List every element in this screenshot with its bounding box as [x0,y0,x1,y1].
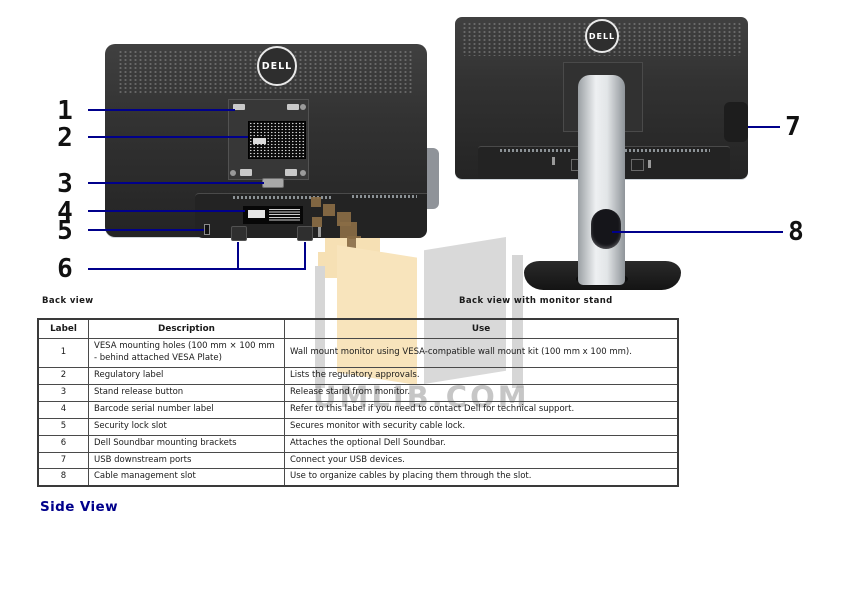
description-cell: Stand release button [88,383,285,402]
barcode-block [248,210,265,218]
label-cell: 2 [37,367,89,385]
watermark-pixel [323,204,335,216]
header-label: Label [37,318,89,340]
use-cell: Secures monitor with security cable lock… [284,417,679,436]
header-use: Use [284,318,679,340]
use-cell: Wall mount monitor using VESA-compatible… [284,338,679,369]
callout-8: 8 [788,217,804,247]
panel-socket [631,159,644,171]
use-cell: Attaches the optional Dell Soundbar. [284,434,679,453]
callout-7: 7 [785,112,801,142]
callout-line-6-riser [237,242,239,268]
description-cell: Security lock slot [88,417,285,436]
label-cell: 4 [37,400,89,419]
use-cell: Lists the regulatory approvals. [284,367,679,385]
callout-line-8 [612,231,783,233]
callout-2: 2 [57,123,73,153]
regulatory-label-chip [253,138,266,144]
cable-management-slot [591,209,621,249]
description-cell: Barcode serial number label [88,400,285,419]
callout-line-1 [88,109,235,111]
use-cell: Use to organize cables by placing them t… [284,468,679,487]
description-cell: USB downstream ports [88,451,285,470]
connector-strip [585,149,710,152]
vesa-mounting-hole [233,104,245,110]
vesa-mounting-hole [285,169,297,176]
callout-4: 4 [57,197,73,227]
callout-line-2 [88,136,248,138]
panel-tick [318,227,321,237]
use-cell: Connect your USB devices. [284,451,679,470]
side-view-heading: Side View [40,499,118,515]
table-header-row: Label Description Use [37,318,679,340]
callout-line-6 [88,268,306,270]
description-cell: Dell Soundbar mounting brackets [88,434,285,453]
barcode-text-lines [269,209,300,221]
barcode-serial-label [243,206,303,224]
vesa-mounting-hole [287,104,299,110]
usb-downstream-ports [724,102,748,142]
callout-line-5 [88,229,204,231]
use-cell: Refer to this label if you need to conta… [284,400,679,419]
connector-strip [500,149,570,152]
back-view-stand-caption: Back view with monitor stand [459,296,613,306]
label-cell: 1 [37,338,89,369]
connector-strip [352,195,417,198]
connector-strip [233,196,333,199]
panel-tick [552,157,555,165]
dell-logo-text: DELL [588,31,616,41]
description-cell: Regulatory label [88,367,285,385]
header-description: Description [88,318,285,340]
vesa-mounting-hole [240,169,252,176]
side-usb-tab [426,148,439,209]
callout-line-6-riser [304,242,306,270]
dell-logo: DELL [585,19,619,53]
label-cell: 5 [37,417,89,436]
stand-release-button [262,178,284,188]
callout-line-3 [88,182,264,184]
label-cell: 7 [37,451,89,470]
soundbar-bracket [231,226,247,241]
callout-1: 1 [57,96,73,126]
label-cell: 6 [37,434,89,453]
soundbar-bracket [297,226,313,241]
dell-logo-text: DELL [261,60,293,72]
panel-tick [648,160,651,168]
watermark-pixel [311,197,321,207]
watermark-pixel [312,217,322,227]
watermark-pixel [340,222,357,239]
use-cell: Release stand from monitor. [284,383,679,402]
callout-line-4 [88,210,245,212]
table-header: Label Description Use [37,318,679,340]
callout-6: 6 [57,254,73,284]
stand-column [578,75,625,285]
back-view-caption: Back view [42,296,94,306]
vesa-screw [300,104,306,110]
callout-3: 3 [57,169,73,199]
callout-line-7 [748,126,780,128]
label-cell: 3 [37,383,89,402]
security-lock-slot [204,224,210,235]
vesa-screw [230,170,236,176]
label-cell: 8 [37,468,89,487]
description-cell: Cable management slot [88,468,285,487]
regulatory-label [248,121,306,159]
description-cell: VESA mounting holes (100 mm × 100 mm - b… [88,338,285,369]
callout-5: 5 [57,216,73,246]
vesa-screw [300,170,306,176]
dell-logo: DELL [257,46,297,86]
